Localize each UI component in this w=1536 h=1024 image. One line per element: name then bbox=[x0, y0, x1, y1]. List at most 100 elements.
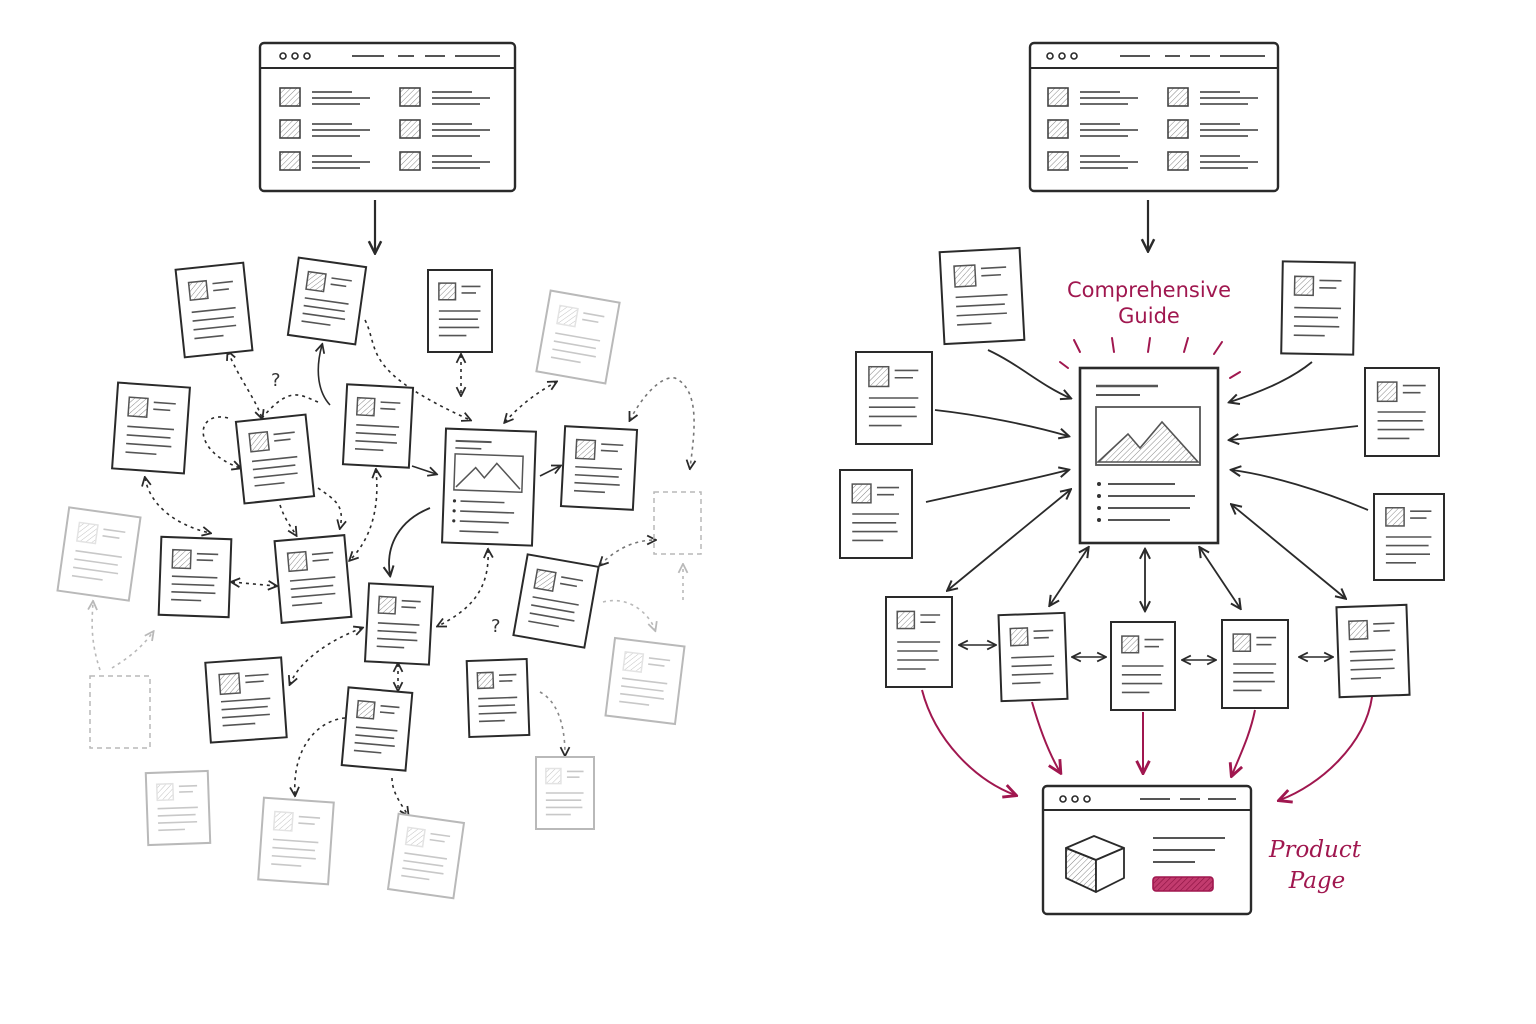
arrow-icon bbox=[539, 691, 565, 755]
document-icon bbox=[1364, 367, 1440, 457]
hub-glow-rays bbox=[1059, 337, 1241, 379]
arrow-icon bbox=[1230, 361, 1313, 402]
arrow-icon bbox=[1031, 701, 1060, 772]
document-icon bbox=[157, 535, 233, 619]
thumbnail-icon bbox=[1167, 119, 1189, 139]
arrow-icon bbox=[364, 319, 470, 420]
arrow-icon bbox=[1200, 548, 1240, 608]
arrow-icon bbox=[318, 345, 331, 406]
document-icon bbox=[286, 256, 368, 346]
arrow-icon bbox=[600, 540, 655, 565]
question-mark-1: ? bbox=[271, 370, 281, 391]
thumbnail-icon bbox=[1047, 87, 1069, 107]
arrow-icon bbox=[279, 504, 296, 535]
thumbnail-icon bbox=[279, 151, 301, 171]
arrow-icon bbox=[987, 349, 1070, 398]
arrow-icon bbox=[295, 717, 346, 795]
document-icon bbox=[535, 756, 595, 830]
document-icon bbox=[111, 381, 191, 475]
arrow-icon bbox=[290, 628, 362, 684]
document-icon bbox=[885, 596, 953, 688]
document-icon bbox=[997, 611, 1069, 703]
thumbnail-icon bbox=[279, 87, 301, 107]
arrow-icon bbox=[202, 416, 240, 468]
arrow-icon bbox=[1232, 505, 1345, 598]
document-icon bbox=[535, 289, 621, 385]
arrow-icon bbox=[1232, 709, 1256, 775]
thumbnail-icon bbox=[1167, 151, 1189, 171]
left-guide-document bbox=[441, 427, 537, 547]
left-chaotic-cluster bbox=[56, 256, 702, 900]
arrow-icon bbox=[232, 582, 276, 586]
arrow-icon bbox=[1050, 548, 1088, 605]
document-icon bbox=[363, 582, 435, 666]
placeholder-document bbox=[89, 675, 151, 749]
document-icon bbox=[144, 769, 212, 847]
comprehensive-guide-label-line2: Guide bbox=[1118, 304, 1180, 328]
arrow-icon bbox=[145, 478, 210, 533]
product-page-label-line2: Page bbox=[1288, 868, 1346, 894]
placeholder-document bbox=[653, 491, 702, 555]
arrow-icon bbox=[317, 487, 341, 528]
arrow-icon bbox=[948, 490, 1070, 590]
right-site-browser-window bbox=[1028, 41, 1280, 193]
question-mark-2: ? bbox=[491, 616, 501, 637]
document-icon bbox=[341, 383, 415, 469]
document-icon bbox=[340, 686, 414, 772]
product-cube-icon bbox=[1065, 835, 1125, 893]
buy-button-shape bbox=[1152, 876, 1214, 892]
document-icon bbox=[257, 796, 335, 886]
product-page-label-line1: Product bbox=[1268, 837, 1362, 863]
arrow-icon bbox=[228, 352, 262, 418]
document-icon bbox=[1373, 493, 1445, 581]
document-icon bbox=[234, 413, 316, 505]
arrow-icon bbox=[391, 777, 408, 815]
arrow-icon bbox=[111, 632, 153, 669]
right-organized-cluster bbox=[839, 246, 1445, 800]
document-icon bbox=[1221, 619, 1289, 709]
arrow-icon bbox=[1230, 425, 1359, 440]
thumbnail-icon bbox=[1047, 119, 1069, 139]
arrow-icon bbox=[389, 507, 431, 575]
document-icon bbox=[839, 469, 913, 559]
arrow-icon bbox=[350, 470, 377, 560]
arrow-icon bbox=[630, 377, 694, 468]
arrow-icon bbox=[925, 470, 1068, 503]
thumbnail-icon bbox=[399, 87, 421, 107]
thumbnail-icon bbox=[279, 119, 301, 139]
document-icon bbox=[1335, 603, 1411, 699]
arrow-icon bbox=[1280, 696, 1373, 800]
document-icon bbox=[174, 261, 254, 359]
arrow-icon bbox=[92, 602, 101, 671]
document-icon bbox=[273, 534, 353, 624]
hub-guide-document bbox=[1078, 366, 1220, 545]
document-icon bbox=[204, 656, 288, 744]
document-icon bbox=[56, 506, 142, 602]
left-site-browser-window bbox=[258, 41, 517, 193]
thumbnail-icon bbox=[1167, 87, 1189, 107]
document-icon bbox=[1280, 260, 1356, 356]
thumbnail-icon bbox=[399, 151, 421, 171]
document-icon bbox=[427, 269, 493, 353]
arrow-icon bbox=[539, 466, 560, 477]
arrow-icon bbox=[411, 465, 436, 474]
document-icon bbox=[1110, 621, 1176, 711]
document-icon bbox=[386, 812, 466, 900]
arrow-icon bbox=[438, 550, 488, 626]
arrow-icon bbox=[934, 409, 1068, 436]
document-icon bbox=[855, 351, 933, 445]
arrow-icon bbox=[921, 689, 1015, 795]
arrow-icon bbox=[505, 382, 556, 422]
arrow-icon bbox=[1232, 470, 1369, 511]
document-icon bbox=[604, 636, 686, 726]
arrow-icon bbox=[261, 394, 319, 419]
arrow-icon bbox=[602, 599, 655, 630]
comprehensive-guide-label-line1: Comprehensive bbox=[1067, 278, 1231, 302]
document-icon bbox=[512, 553, 600, 649]
thumbnail-icon bbox=[1047, 151, 1069, 171]
document-icon bbox=[938, 246, 1026, 346]
thumbnail-icon bbox=[399, 119, 421, 139]
document-icon bbox=[559, 425, 639, 511]
product-page-window bbox=[1041, 784, 1253, 916]
